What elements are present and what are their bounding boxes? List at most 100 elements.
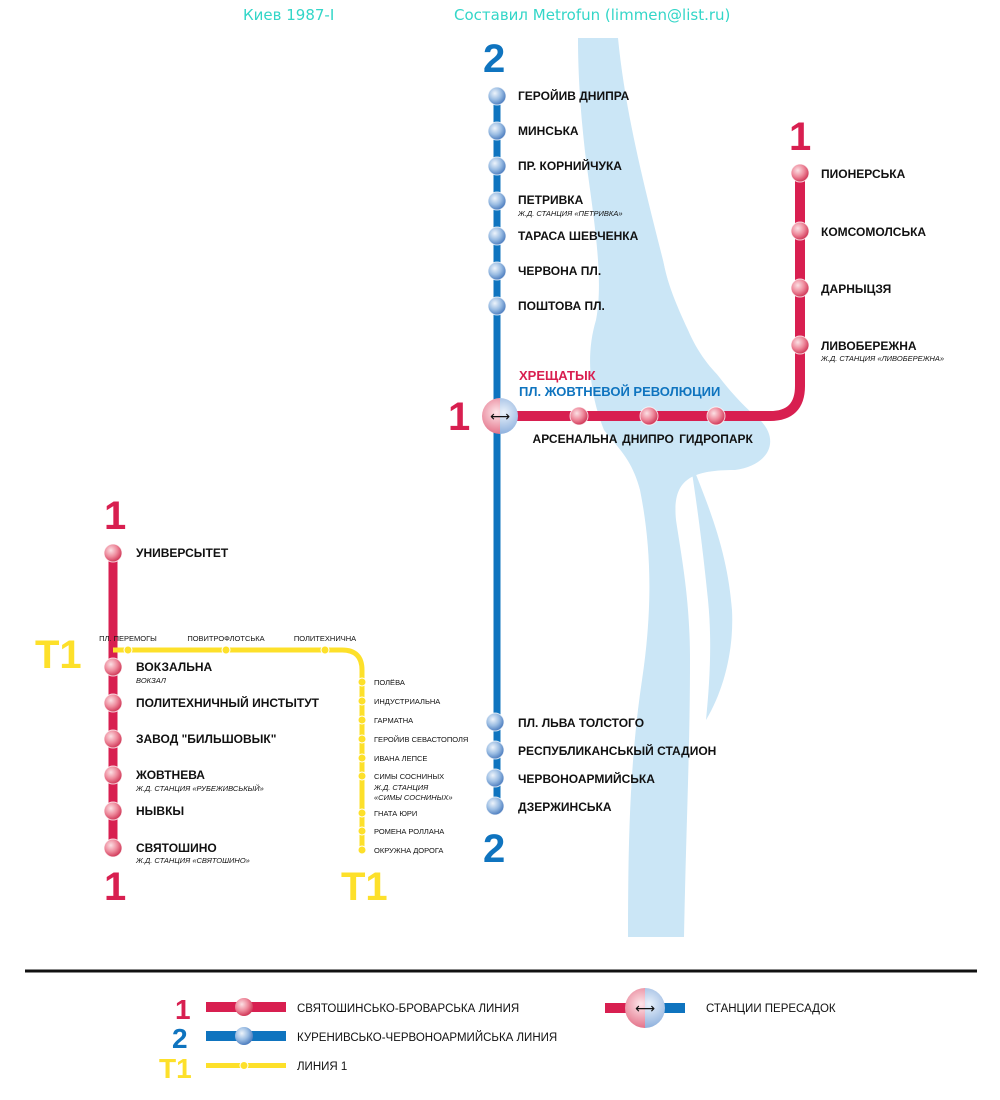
legend-transfer-red-swatch <box>605 1003 629 1013</box>
transfer-label-khreshchatyk: ХРЕЩАТЫК <box>519 368 596 383</box>
tram-stop-geroyiv-sevastopolya[interactable] <box>357 734 367 744</box>
station-label: РЕСПУБЛИКАНСЬКЫЙ СТАДИОН <box>518 743 716 758</box>
line2-south-stations: ПЛ. ЛЬВА ТОЛСТОГО РЕСПУБЛИКАНСЬКЫЙ СТАДИ… <box>485 712 716 816</box>
legend-line1-label: СВЯТОШИНСЬКО-БРОВАРСЬКА ЛИНИЯ <box>297 1003 519 1015</box>
station-komsomolska-marker[interactable] <box>790 221 810 241</box>
line1-number-transfer: 1 <box>448 395 470 439</box>
legend-line2-station-icon <box>235 1027 253 1045</box>
station-label: КОМСОМОЛСЬКА <box>821 225 926 239</box>
station-livoberezhna-marker[interactable] <box>790 335 810 355</box>
station-petrivka-marker[interactable] <box>487 191 507 211</box>
station-minska-marker[interactable] <box>487 121 507 141</box>
tram-stop-ivana-lepse[interactable] <box>357 753 367 763</box>
legend-line2-number: 2 <box>172 1023 188 1054</box>
station-gidropark-marker[interactable] <box>706 406 726 426</box>
tram-stop-gnata-yuri[interactable] <box>357 808 367 818</box>
station-label: ПОЛИТЕХНИЧНЫЙ ИНСТЫТУТ <box>136 695 320 710</box>
legend-tram-label: ЛИНИЯ 1 <box>297 1061 347 1073</box>
station-label: ДНИПРО <box>622 432 674 446</box>
station-label: ВОКЗАЛЬНА <box>136 660 213 674</box>
station-label: ПОШТОВА ПЛ. <box>518 299 605 313</box>
station-dnipro-marker[interactable] <box>639 406 659 426</box>
station-geroyiv-dnipra-marker[interactable] <box>487 86 507 106</box>
station-pionerska-marker[interactable] <box>790 163 810 183</box>
legend: 1 СВЯТОШИНСЬКО-БРОВАРСЬКА ЛИНИЯ 2 КУРЕНИ… <box>159 988 836 1084</box>
station-prospekt-korniychuka-marker[interactable] <box>487 156 507 176</box>
legend-transfer-blue-swatch <box>661 1003 685 1013</box>
tram-stop-label: ГАРМАТНА <box>374 716 413 725</box>
station-note: Ж.Д. СТАНЦИЯ «РУБЕЖИВСЬКЫЙ» <box>135 784 264 793</box>
line2-north-stations: ГЕРОЙИВ ДНИПРА МИНСЬКА ПР. КОРНИЙЧУКА ПЕ… <box>487 86 639 316</box>
station-label: АРСЕНАЛЬНА <box>533 432 618 446</box>
line1-number-west-bottom: 1 <box>104 865 126 909</box>
station-arsenalna-marker[interactable] <box>569 406 589 426</box>
station-label: СВЯТОШИНО <box>136 841 217 855</box>
line1-number-northeast: 1 <box>789 115 811 159</box>
line1-number-west-top: 1 <box>104 494 126 538</box>
transfer-station[interactable]: ⟷ <box>482 398 518 434</box>
station-label: ЧЕРВОНА ПЛ. <box>518 264 601 278</box>
station-zhovtneva-marker[interactable] <box>103 765 123 785</box>
tram-stop-garmatna[interactable] <box>357 715 367 725</box>
tram-stop-symy-sosninykh[interactable] <box>357 771 367 781</box>
station-note: Ж.Д. СТАНЦИЯ «ЛИВОБЕРЕЖНА» <box>820 354 944 363</box>
station-label: ПЛ. ЛЬВА ТОЛСТОГО <box>518 716 644 730</box>
station-lva-tolstogo-marker[interactable] <box>485 712 505 732</box>
legend-line1-number: 1 <box>175 994 191 1025</box>
station-chervonoarmiyska-marker[interactable] <box>485 768 505 788</box>
station-label: ЛИВОБЕРЕЖНА <box>821 339 917 353</box>
line2-number-bottom: 2 <box>483 827 505 871</box>
line1-east-stations: АРСЕНАЛЬНА ДНИПРО ГИДРОПАРК <box>533 406 754 446</box>
station-label: ДАРНЫЦЗЯ <box>821 282 891 296</box>
tram-stop-label: ПОЛИТЕХНИЧНА <box>294 634 356 643</box>
tram-number-bottom: T1 <box>341 865 388 909</box>
tram-number-left: T1 <box>35 633 82 677</box>
legend-transfer-icon-left <box>625 988 645 1028</box>
station-universytet-marker[interactable] <box>103 543 123 563</box>
station-label: ПР. КОРНИЙЧУКА <box>518 158 622 173</box>
tram-stop-label: ГЕРОЙИВ СЕВАСТОПОЛЯ <box>374 735 468 744</box>
station-chervona-ploshcha-marker[interactable] <box>487 261 507 281</box>
station-politekhnichnyi-instytut-marker[interactable] <box>103 693 123 713</box>
tram-stop-pl-peremogy[interactable] <box>123 645 133 655</box>
tram-stop-romena-rollana[interactable] <box>357 826 367 836</box>
station-label: ТАРАСА ШЕВЧЕНКА <box>518 229 639 243</box>
tram-t1-track <box>113 647 365 852</box>
line1-west-stations: УНИВЕРСЫТЕТ ВОКЗАЛЬНА ВОКЗАЛ ПОЛИТЕХНИЧН… <box>103 543 320 865</box>
dnipro-river <box>578 38 771 937</box>
tram-stop-label: ИНДУСТРИАЛЬНА <box>374 697 440 706</box>
tram-stop-polova[interactable] <box>357 677 367 687</box>
tram-stop-label: ПОЛЁВА <box>374 678 405 687</box>
station-label: ГЕРОЙИВ ДНИПРА <box>518 88 630 103</box>
station-dzerzhinska-marker[interactable] <box>485 796 505 816</box>
tram-stop-note: «СИМЫ СОСНИНЫХ» <box>374 793 453 802</box>
tram-stop-label: ГНАТА ЮРИ <box>374 809 417 818</box>
station-label: ПИОНЕРСЬКА <box>821 167 906 181</box>
tram-stop-label: ПОВИТРОФЛОТСЬКА <box>187 634 264 643</box>
station-poshtova-ploshcha-marker[interactable] <box>487 296 507 316</box>
station-label: ЖОВТНЕВА <box>135 768 205 782</box>
station-darnytsia-marker[interactable] <box>790 278 810 298</box>
tram-stop-okruzhna-doroga[interactable] <box>357 845 367 855</box>
station-zavod-bilshovyk-marker[interactable] <box>103 729 123 749</box>
legend-tram-number: T1 <box>159 1053 192 1084</box>
station-label: УНИВЕРСЫТЕТ <box>136 546 229 560</box>
legend-transfer-icon-right <box>645 988 665 1028</box>
station-label: НЫВКЫ <box>136 804 184 818</box>
tram-stop-povitroflotska[interactable] <box>221 645 231 655</box>
station-nyvky-marker[interactable] <box>103 801 123 821</box>
river-channel <box>690 460 733 720</box>
tram-stop-industrialna[interactable] <box>357 696 367 706</box>
tram-stop-label: СИМЫ СОСНИНЫХ <box>374 772 444 781</box>
legend-line1-station-icon <box>235 998 253 1016</box>
station-respublikanskyi-stadion-marker[interactable] <box>485 740 505 760</box>
station-tarasa-shevchenka-marker[interactable] <box>487 226 507 246</box>
station-vokzalna-marker[interactable] <box>103 657 123 677</box>
map-title: Киев 1987-I <box>243 6 335 24</box>
legend-tram-stop-icon <box>239 1061 249 1070</box>
station-label: ЗАВОД "БИЛЬШОВЫК" <box>136 732 276 746</box>
station-sviatoshyno-marker[interactable] <box>103 838 123 858</box>
tram-stop-politekhnichna[interactable] <box>320 645 330 655</box>
